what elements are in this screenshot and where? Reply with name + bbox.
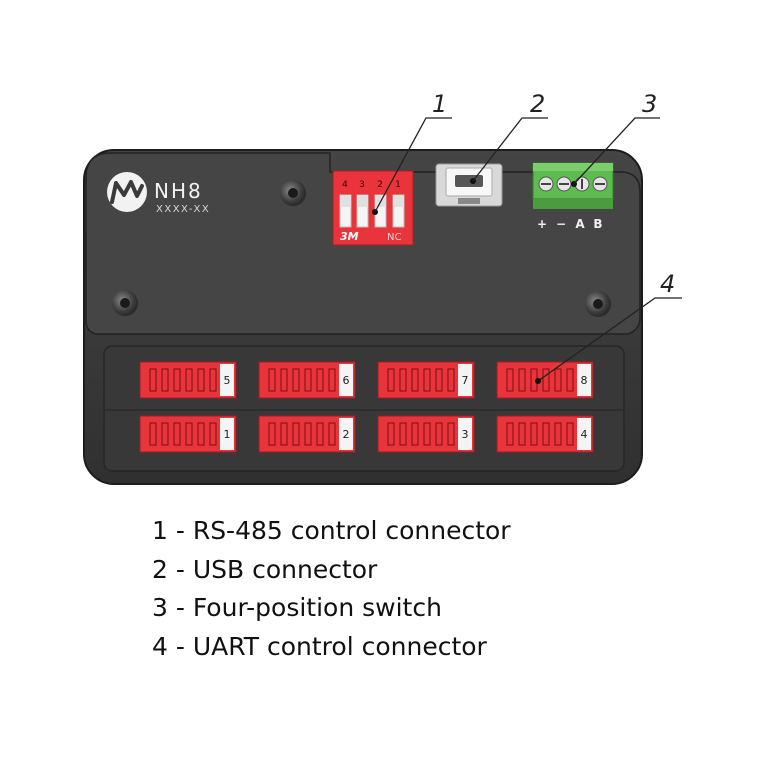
legend-item: 2 - USB connector	[152, 554, 378, 584]
legend: 1 - RS-485 control connector 2 - USB con…	[152, 512, 712, 666]
idc-connector: 6	[258, 361, 356, 399]
dip-switch: 4 3 2 1 3M NC	[332, 170, 414, 246]
callout-dot	[535, 378, 541, 384]
dip-number: 4	[342, 180, 348, 190]
dip-number: 3	[359, 180, 365, 190]
usb-connector	[435, 163, 503, 207]
legend-item: 3 - Four-position switch	[152, 593, 442, 622]
screw-icon	[112, 290, 138, 316]
port-number: 3	[462, 428, 469, 441]
legend-item: 4 - UART control connector	[152, 631, 487, 661]
port-number: 7	[462, 374, 469, 387]
dip-number: 1	[395, 180, 401, 190]
brand-name: NH8	[154, 179, 203, 203]
dip-number: 2	[377, 180, 383, 190]
terminal-block	[532, 162, 614, 209]
screws	[112, 180, 611, 317]
idc-connector: 8	[496, 361, 594, 399]
port-number: 6	[343, 374, 350, 387]
terminal-label: A	[575, 217, 585, 231]
port-number: 5	[224, 374, 231, 387]
terminal-label: B	[593, 217, 602, 231]
callout-line	[573, 117, 660, 185]
screw-icon	[585, 291, 611, 317]
idc-connector: 4	[496, 415, 594, 453]
terminal-label: +	[537, 217, 547, 231]
callout-number: 4	[660, 270, 675, 298]
terminal-screws	[538, 176, 608, 192]
dip-nc-label: NC	[387, 232, 401, 243]
port-number: 4	[581, 428, 588, 441]
brand-logo-icon	[107, 172, 147, 212]
callout-line	[374, 117, 452, 213]
idc-connector: 1	[139, 415, 237, 453]
port-number: 2	[343, 428, 350, 441]
idc-connector: 5	[139, 361, 237, 399]
callout-number: 2	[530, 90, 545, 118]
idc-connector: 7	[377, 361, 475, 399]
model-number: XXXX-XX	[156, 204, 210, 215]
screw-icon	[280, 180, 306, 206]
callout-line	[537, 297, 682, 382]
dip-brand: 3M	[340, 230, 359, 243]
callout-lines	[374, 117, 682, 382]
port-number: 1	[224, 428, 231, 441]
callout-number: 1	[432, 90, 447, 118]
legend-item: 1 - RS-485 control connector	[152, 516, 511, 545]
idc-connector: 2	[258, 415, 356, 453]
connector-grid: 5 6 7 8 1 2 3 4	[139, 361, 594, 453]
callout-line	[472, 117, 548, 182]
terminal-label: −	[556, 217, 566, 231]
callout-number: 3	[642, 90, 657, 118]
port-number: 8	[581, 374, 588, 387]
idc-connector: 3	[377, 415, 475, 453]
